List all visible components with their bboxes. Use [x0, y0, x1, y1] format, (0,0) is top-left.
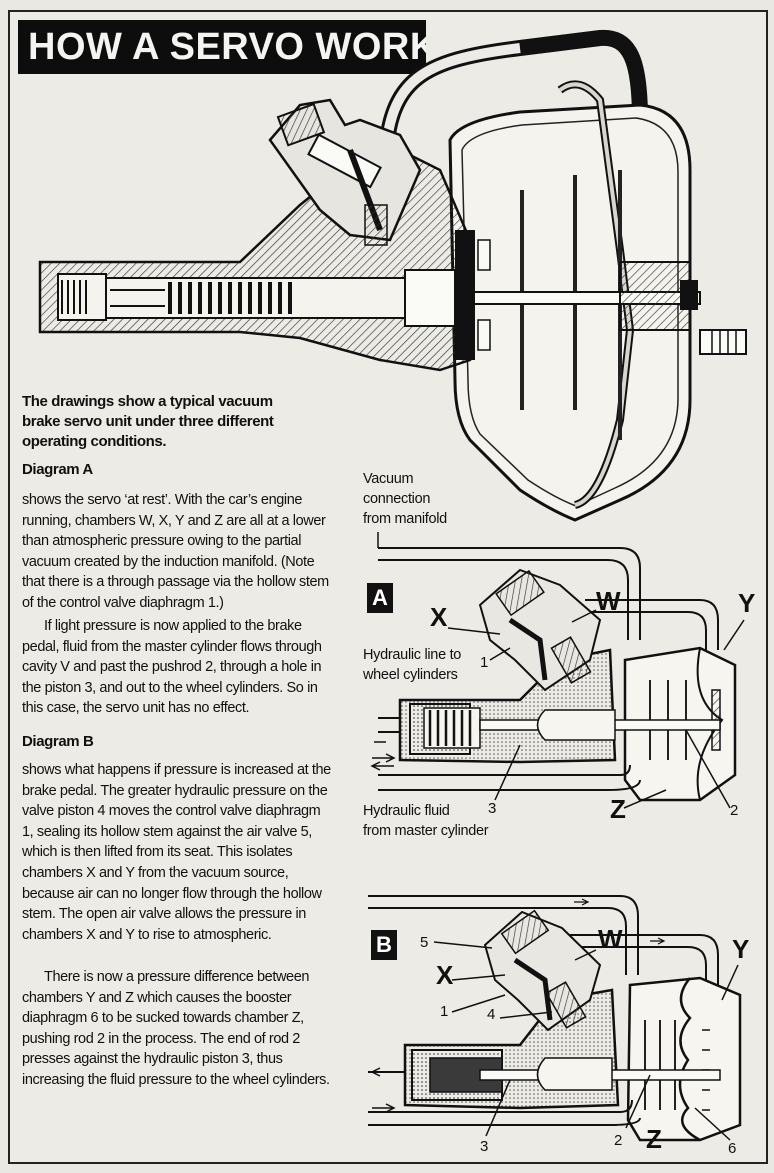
diagram-a-label-x: X [430, 602, 448, 632]
diagram-b-label-w: W [598, 924, 623, 954]
diagram-b [368, 895, 742, 1142]
diagram-a-label-w: W [596, 586, 621, 616]
diagram-a-badge: A [367, 583, 393, 613]
hydraulic-fluid-label-1: Hydraulic fluid [363, 803, 450, 819]
vacuum-label-line-1: Vacuum [363, 471, 414, 487]
diagram-b-label-2: 2 [614, 1132, 623, 1149]
intro-text: The drawings show a typical vacuum brake… [22, 393, 274, 450]
cutaway-drawing [38, 29, 747, 522]
diagram-b-heading: Diagram B [22, 733, 94, 750]
diagram-a [370, 532, 745, 809]
diagram-b-badge: B [371, 930, 397, 960]
diagram-b-label-z: Z [646, 1124, 662, 1154]
diagram-a-label-1: 1 [480, 654, 489, 671]
hydraulic-fluid-label-2: from master cylinder [363, 823, 489, 839]
page-title: HOW A SERVO WORKS [18, 20, 426, 74]
diagram-a-label-z: Z [610, 794, 626, 824]
diagram-b-label-3: 3 [480, 1138, 489, 1155]
diagram-a-label-2: 2 [730, 802, 739, 819]
diagram-a-label-y: Y [738, 588, 756, 618]
diagram-b-label-1: 1 [440, 1003, 449, 1020]
vacuum-label-line-3: from manifold [363, 511, 447, 527]
diagram-b-label-4: 4 [487, 1006, 496, 1023]
diagram-a-heading: Diagram A [22, 461, 93, 478]
diagram-a-label-3: 3 [488, 800, 497, 817]
diagram-b-paragraph-1: shows what happens if pressure is increa… [22, 762, 331, 943]
diagram-b-label-y: Y [732, 934, 750, 964]
diagram-b-label-x: X [436, 960, 454, 990]
diagram-a-paragraph-1: shows the servo ‘at rest’. With the car’… [22, 492, 329, 611]
hydraulic-line-label-2: wheel cylinders [363, 667, 458, 683]
diagram-a-paragraph-2: If light pressure is now applied to the … [22, 618, 322, 717]
diagram-b-label-5: 5 [420, 934, 429, 951]
diagram-b-paragraph-2: There is now a pressure difference betwe… [22, 969, 330, 1088]
hydraulic-line-label-1: Hydraulic line to [363, 647, 462, 663]
diagram-b-label-6: 6 [728, 1140, 737, 1157]
vacuum-label-line-2: connection [363, 491, 431, 507]
